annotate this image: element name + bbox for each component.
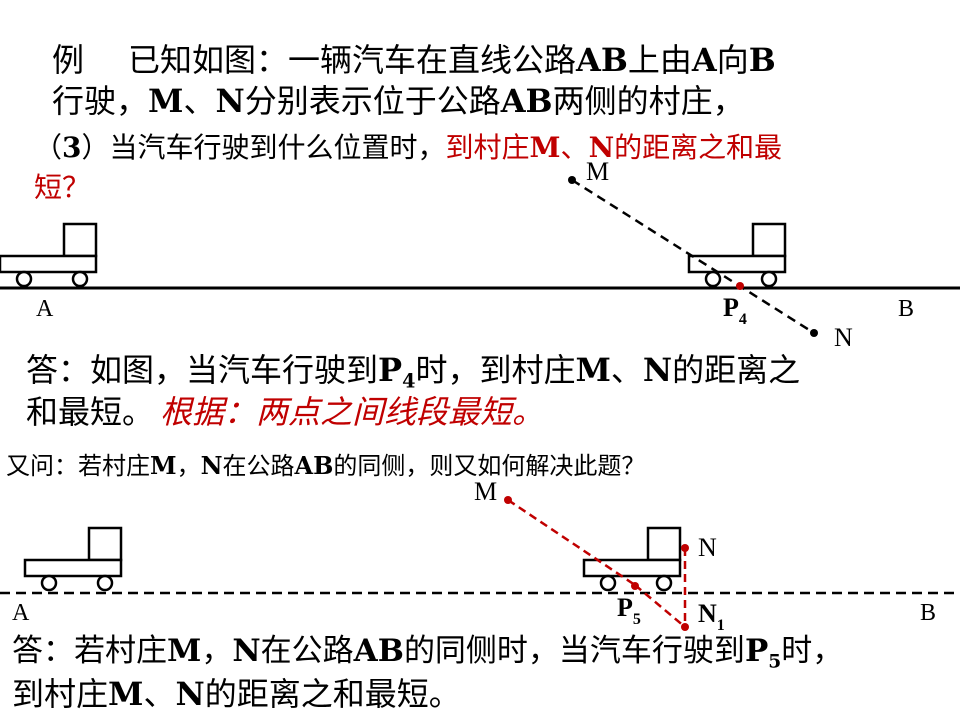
label-p4: P4 bbox=[723, 293, 747, 328]
answer-text: 的距离之 bbox=[672, 351, 801, 389]
road-label: AB bbox=[576, 41, 628, 79]
separator: 、 bbox=[183, 82, 216, 120]
point-p5 bbox=[631, 582, 639, 590]
figure-1: A B M N P4 bbox=[0, 157, 960, 352]
problem-highlight: 短？ bbox=[34, 171, 91, 204]
village-n-ref: N bbox=[215, 82, 245, 120]
paren: ） bbox=[81, 131, 110, 164]
label-n: N bbox=[834, 323, 853, 352]
truck-icon bbox=[0, 222, 98, 288]
answer-text: 的距离之和最短。 bbox=[204, 675, 461, 713]
road-label: AB bbox=[500, 82, 553, 120]
village-n-point bbox=[681, 544, 689, 552]
problem-text: 分别表示位于公路 bbox=[244, 82, 501, 120]
problem-line-3: （3）当汽车行驶到什么位置时，到村庄M、N的距离之和最 bbox=[34, 134, 782, 162]
answer-text: 在公路 bbox=[260, 633, 354, 669]
point-a-ref: A bbox=[691, 41, 717, 79]
question-text: 的同侧，则又如何解决此题？ bbox=[333, 452, 646, 480]
dashed-segment-mn bbox=[571, 178, 815, 335]
problem-line-1: 例 已知如图：一辆汽车在直线公路AB上由A向B bbox=[52, 44, 776, 76]
problem-line-4: 短？ bbox=[34, 174, 90, 202]
label-n: N bbox=[698, 533, 717, 562]
label-a: A bbox=[36, 296, 54, 322]
answer-text: 答：如图，当汽车行驶到 bbox=[26, 351, 379, 389]
answer-2-line-1: 答：若村庄M，N在公路AB的同侧时，当汽车行驶到P5时， bbox=[12, 636, 843, 672]
truck-icon bbox=[687, 222, 787, 288]
question-text: 在公路 bbox=[222, 452, 295, 480]
answer-text: 的同侧时，当汽车行驶到 bbox=[403, 633, 745, 669]
separator: 、 bbox=[610, 351, 643, 389]
village-n-ref: N bbox=[200, 451, 223, 480]
answer-1-line-1: 答：如图，当汽车行驶到P4时，到村庄M、N的距离之 bbox=[26, 354, 800, 391]
problem-line-2: 行驶，M、N分别表示位于公路AB两侧的村庄， bbox=[52, 85, 745, 117]
village-m-point bbox=[568, 176, 576, 184]
village-n-point bbox=[810, 329, 818, 337]
problem-text: 行驶， bbox=[52, 82, 149, 120]
label-b: B bbox=[920, 600, 936, 626]
example-label: 例 bbox=[52, 41, 85, 79]
dashed-segment-p5-n1 bbox=[634, 584, 686, 628]
label-b: B bbox=[898, 296, 914, 322]
village-m-ref: M bbox=[575, 351, 611, 389]
label-m: M bbox=[474, 477, 497, 506]
answer-text: 时， bbox=[781, 633, 844, 669]
answer-text: 时，到村庄 bbox=[415, 351, 576, 389]
road-label: AB bbox=[294, 451, 334, 480]
label-a: A bbox=[12, 600, 30, 626]
answer-1-line-2: 和最短。根据：两点之间线段最短。 bbox=[26, 396, 544, 428]
problem-text: 当汽车行驶到什么位置时， bbox=[109, 131, 446, 164]
problem-text: 两侧的村庄， bbox=[552, 82, 745, 120]
village-m-ref: M bbox=[108, 675, 144, 713]
question-2: 又问：若村庄M，N在公路AB的同侧，则又如何解决此题？ bbox=[6, 451, 646, 480]
question-text: 又问：若村庄 bbox=[6, 452, 150, 480]
separator: ， bbox=[176, 452, 201, 480]
label-n1: N1 bbox=[698, 599, 725, 634]
answer-text: 和最短。 bbox=[26, 393, 155, 431]
village-n-ref: N bbox=[232, 633, 261, 669]
reflected-n1-point bbox=[681, 623, 689, 631]
problem-highlight: 到村庄M、N的距离之和最 bbox=[445, 131, 783, 164]
truck-icon bbox=[582, 526, 682, 592]
problem-text: 向 bbox=[716, 41, 749, 79]
separator: 、 bbox=[143, 675, 176, 713]
problem-text: 已知如图：一辆汽车在直线公路 bbox=[128, 41, 577, 79]
village-m-ref: M bbox=[148, 82, 184, 120]
village-m-point bbox=[504, 496, 512, 504]
answer-2-line-2: 到村庄M、N的距离之和最短。 bbox=[12, 678, 461, 710]
figure-2: A B M N N1 P5 bbox=[0, 477, 960, 634]
road-label: AB bbox=[353, 633, 404, 669]
point-b-ref: B bbox=[748, 41, 776, 79]
problem-text: 上由 bbox=[627, 41, 692, 79]
village-m-ref: M bbox=[167, 633, 202, 669]
question-number: 3 bbox=[62, 131, 82, 164]
answer-text: 到村庄 bbox=[12, 675, 109, 713]
label-p5: P5 bbox=[617, 593, 641, 628]
point-p4 bbox=[736, 282, 744, 290]
label-m: M bbox=[586, 157, 609, 186]
truck-icon bbox=[23, 526, 123, 592]
village-n-ref: N bbox=[642, 351, 673, 389]
paren: （ bbox=[34, 131, 63, 164]
answer-reason: 根据：两点之间线段最短。 bbox=[160, 393, 545, 431]
point-p4-ref: P4 bbox=[378, 351, 416, 393]
point-p5-ref: P5 bbox=[744, 633, 782, 673]
answer-text: 答：若村庄 bbox=[12, 633, 167, 669]
village-n-ref: N bbox=[175, 675, 205, 713]
village-m-ref: M bbox=[150, 451, 177, 480]
separator: ， bbox=[201, 633, 233, 669]
